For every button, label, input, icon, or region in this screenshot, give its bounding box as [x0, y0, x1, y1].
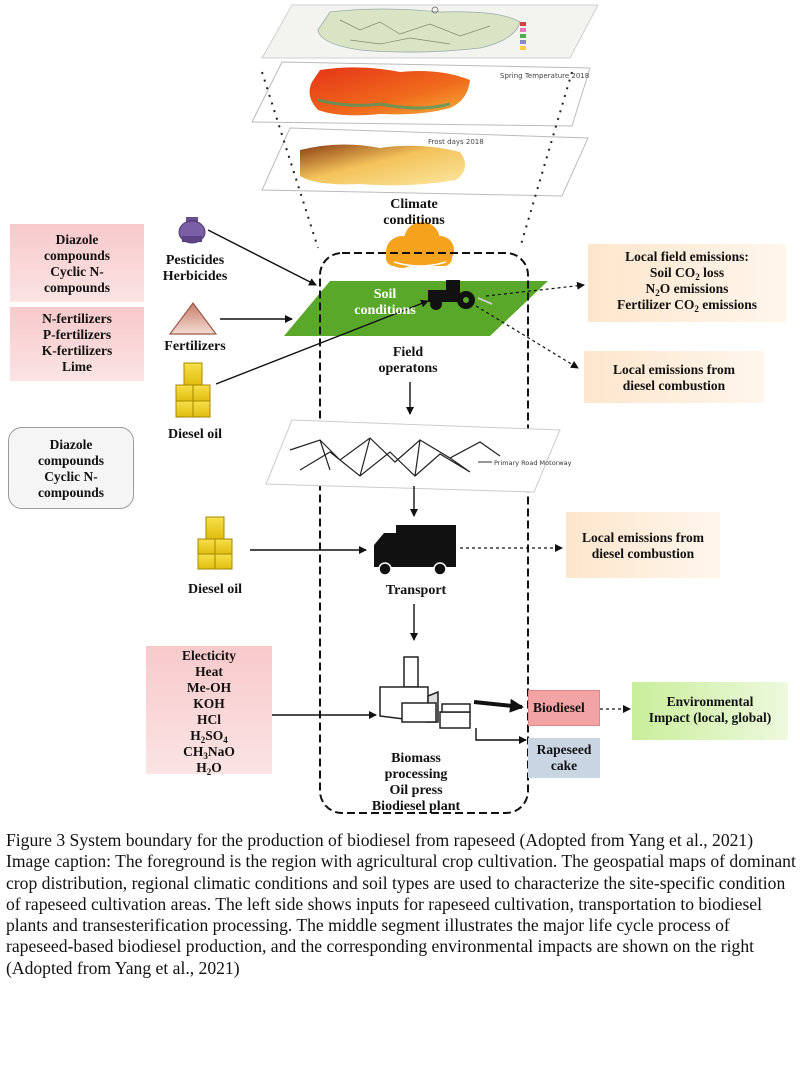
emission-arrows — [460, 281, 631, 713]
arrow-pesticides-to-soil — [207, 229, 317, 286]
diagram-graphics: Spring Temperature 2018 Frost days 2018 … — [168, 4, 631, 814]
figure-caption: Figure 3 System boundary for the product… — [6, 830, 798, 979]
image-caption-text: Image caption: The foreground is the reg… — [6, 851, 796, 978]
transport-label: Transport — [385, 583, 447, 598]
funnel-line-left — [261, 71, 319, 249]
diesel-oil-label: Diesel oil — [187, 582, 243, 597]
diesel-oil-label: Diesel oil — [167, 427, 223, 442]
flow-arrows — [207, 229, 527, 744]
road-map-legend: Primary Road Motorway — [494, 459, 572, 467]
arrow-field-emissions — [485, 281, 585, 297]
fertilizer-pile-icon — [168, 301, 218, 335]
arrow-to-rapeseed-cake — [475, 728, 527, 744]
funnel-line-right — [519, 71, 573, 249]
processing-inputs-box: Electicity Heat Me-OH KOH HCl H2SO4 CH3N… — [146, 646, 272, 777]
pesticide-bottle-icon — [178, 217, 206, 244]
soil-conditions-plane — [284, 281, 548, 336]
tractor-icon — [428, 280, 493, 310]
arrow-to-biodiesel — [473, 698, 524, 713]
truck-icon — [374, 525, 456, 576]
local-field-emissions-box: Local field emissions: Soil CO2 loss N2O… — [588, 244, 786, 322]
road-map-layer: Primary Road Motorway — [265, 419, 572, 493]
system-boundary — [319, 252, 529, 814]
temperature-map-layer: Spring Temperature 2018 — [251, 61, 591, 127]
biodiesel-box: Biodiesel — [528, 690, 600, 726]
frost-map-title: Frost days 2018 — [428, 138, 484, 146]
arrow-diesel-emissions-1 — [475, 305, 579, 369]
system-boundary-diagram: Spring Temperature 2018 Frost days 2018 … — [8, 4, 788, 814]
frost-map-layer: Frost days 2018 — [261, 127, 589, 197]
diesel-barrels-icon — [197, 516, 233, 570]
arrow-diesel-to-soil — [215, 299, 429, 385]
crop-map-layer — [261, 4, 599, 59]
temperature-map-title: Spring Temperature 2018 — [500, 72, 589, 80]
fertilizers-label: Fertilizers — [164, 339, 226, 354]
diesel-barrels-icon — [175, 362, 211, 418]
figure-title: Figure 3 System boundary for the product… — [6, 830, 754, 850]
factory-icon — [379, 656, 471, 729]
